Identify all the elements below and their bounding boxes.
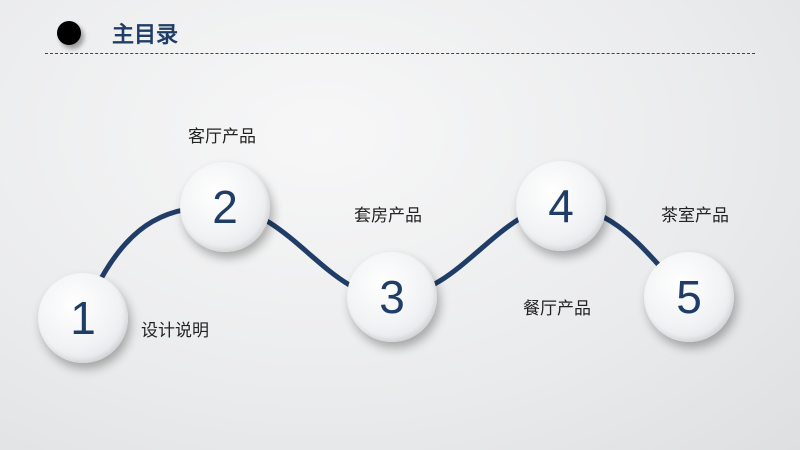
page-title: 主目录 [112,23,179,48]
step-circle-4[interactable]: 4 [516,161,606,251]
dashed-divider [45,53,755,54]
step-circle-3[interactable]: 3 [347,252,437,342]
step-label-2: 客厅产品 [188,127,256,147]
step-label-3: 套房产品 [354,206,422,226]
step-circle-2[interactable]: 2 [180,162,270,252]
step-label-1: 设计说明 [141,321,209,341]
step-circle-1[interactable]: 1 [38,273,128,363]
step-label-5: 茶室产品 [661,206,729,226]
bullet-dot-icon [57,21,81,45]
step-circle-5[interactable]: 5 [644,252,734,342]
step-label-4: 餐厅产品 [523,299,591,319]
